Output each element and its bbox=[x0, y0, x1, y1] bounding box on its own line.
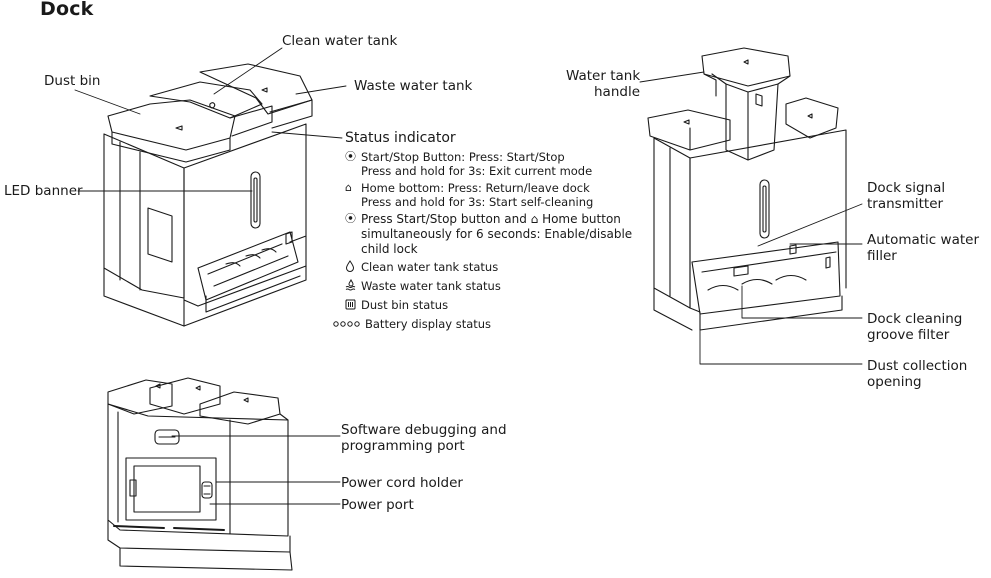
power-port bbox=[202, 482, 212, 498]
status-item: ⦿ Press Start/Stop button and ⌂ Home but… bbox=[345, 212, 665, 257]
battery-dots-icon bbox=[333, 317, 365, 333]
label-auto-filler-1: Automatic water bbox=[867, 232, 979, 248]
home-button-icon: ⌂ bbox=[345, 181, 352, 194]
dock-front-panel bbox=[184, 124, 306, 242]
led-banner-slot bbox=[251, 172, 260, 228]
debug-port bbox=[155, 430, 179, 444]
start-stop-button-icon: ⦿ bbox=[345, 212, 356, 225]
label-water-tank-handle-2: handle bbox=[594, 84, 641, 100]
label-groove-filter-2: groove filter bbox=[867, 327, 950, 343]
label-clean-water-tank: Clean water tank bbox=[282, 33, 398, 49]
label-dust-opening-2: opening bbox=[867, 374, 922, 390]
status-item-line: Waste water tank status bbox=[361, 279, 501, 293]
waste-water-icon bbox=[345, 278, 361, 295]
dust-bin-icon bbox=[345, 298, 361, 314]
status-item-line: child lock bbox=[361, 242, 418, 256]
label-dust-bin: Dust bin bbox=[44, 73, 101, 89]
start-stop-button-icon: ⦿ bbox=[345, 150, 356, 163]
status-item: Battery display status bbox=[333, 317, 665, 333]
status-item: Dust bin status bbox=[345, 298, 665, 314]
label-dust-opening-1: Dust collection bbox=[867, 358, 968, 374]
status-item: Clean water tank status bbox=[345, 260, 665, 276]
label-status-indicator: Status indicator bbox=[345, 130, 456, 146]
label-dock-signal-1: Dock signal bbox=[867, 180, 946, 196]
label-waste-water-tank: Waste water tank bbox=[354, 78, 473, 94]
label-auto-filler-2: filler bbox=[867, 248, 897, 264]
status-item-line: Start/Stop Button: Press: Start/Stop bbox=[361, 150, 565, 164]
status-item-line: Dust bin status bbox=[361, 298, 449, 312]
status-item-line: Battery display status bbox=[365, 317, 492, 331]
power-cord-holder bbox=[134, 466, 200, 512]
label-groove-filter-1: Dock cleaning bbox=[867, 311, 963, 327]
label-power-port: Power port bbox=[341, 497, 414, 513]
status-item: ⌂ Home bottom: Press: Return/leave dock … bbox=[345, 181, 665, 209]
label-dock-signal-2: transmitter bbox=[867, 196, 944, 212]
page-title: Dock bbox=[40, 0, 94, 20]
status-indicator-list: ⦿ Start/Stop Button: Press: Start/Stop P… bbox=[333, 150, 665, 336]
dock-rear-view bbox=[108, 378, 292, 570]
label-power-cord-holder: Power cord holder bbox=[341, 475, 463, 491]
dock-front-view bbox=[104, 64, 312, 326]
status-item-line: Press and hold for 3s: Exit current mode bbox=[361, 164, 593, 178]
label-debug-port-1: Software debugging and bbox=[341, 422, 507, 438]
status-item: ⦿ Start/Stop Button: Press: Start/Stop P… bbox=[345, 150, 665, 178]
label-led-banner: LED banner bbox=[4, 183, 83, 199]
label-debug-port-2: programming port bbox=[341, 438, 465, 454]
water-drop-icon bbox=[345, 260, 361, 276]
status-item-line: Press and hold for 3s: Start self-cleani… bbox=[361, 195, 594, 209]
status-item-line: simultaneously for 6 seconds: Enable/dis… bbox=[361, 227, 633, 241]
dock-tank-handle-view bbox=[648, 48, 846, 330]
water-tank-handle bbox=[702, 48, 790, 86]
status-item-line: Clean water tank status bbox=[361, 260, 499, 274]
status-item: Waste water tank status bbox=[345, 278, 665, 295]
status-item-line: Home bottom: Press: Return/leave dock bbox=[361, 181, 590, 195]
dust-bin-lid bbox=[108, 100, 235, 150]
status-item-line: Press Start/Stop button and ⌂ Home butto… bbox=[361, 212, 621, 226]
label-water-tank-handle-1: Water tank bbox=[566, 68, 641, 84]
dock-left-side bbox=[104, 134, 184, 298]
leader-lines bbox=[75, 48, 862, 504]
